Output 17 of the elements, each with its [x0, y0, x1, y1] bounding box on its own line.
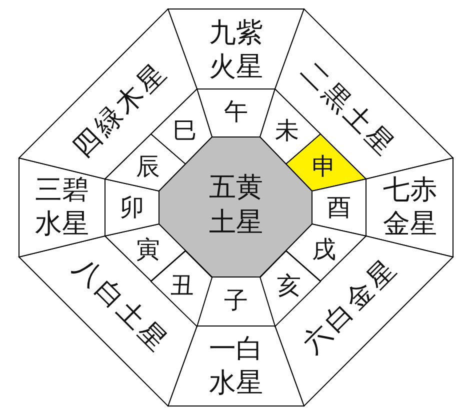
- zodiac-label: 巳: [173, 116, 197, 146]
- zodiac-label: 子: [224, 286, 248, 316]
- star-label: 一白水星: [208, 332, 264, 400]
- zodiac-label: 亥: [277, 272, 301, 300]
- zodiac-label: 寅: [136, 236, 160, 264]
- zodiac-label: 午: [224, 98, 248, 126]
- zodiac-label: 丑: [170, 272, 194, 300]
- star-label: 七赤金星: [382, 173, 438, 241]
- star-label: 九紫火星: [208, 16, 264, 84]
- zodiac-label: 戌: [312, 236, 336, 264]
- center-label: 五黄土星: [208, 170, 264, 240]
- star-label: 三碧水星: [34, 173, 90, 241]
- zodiac-label: 辰: [136, 152, 160, 182]
- zodiac-label: 申: [312, 152, 336, 182]
- zodiac-label: 酉: [327, 194, 351, 222]
- zodiac-label: 卯: [120, 194, 144, 222]
- zodiac-label: 未: [275, 116, 299, 146]
